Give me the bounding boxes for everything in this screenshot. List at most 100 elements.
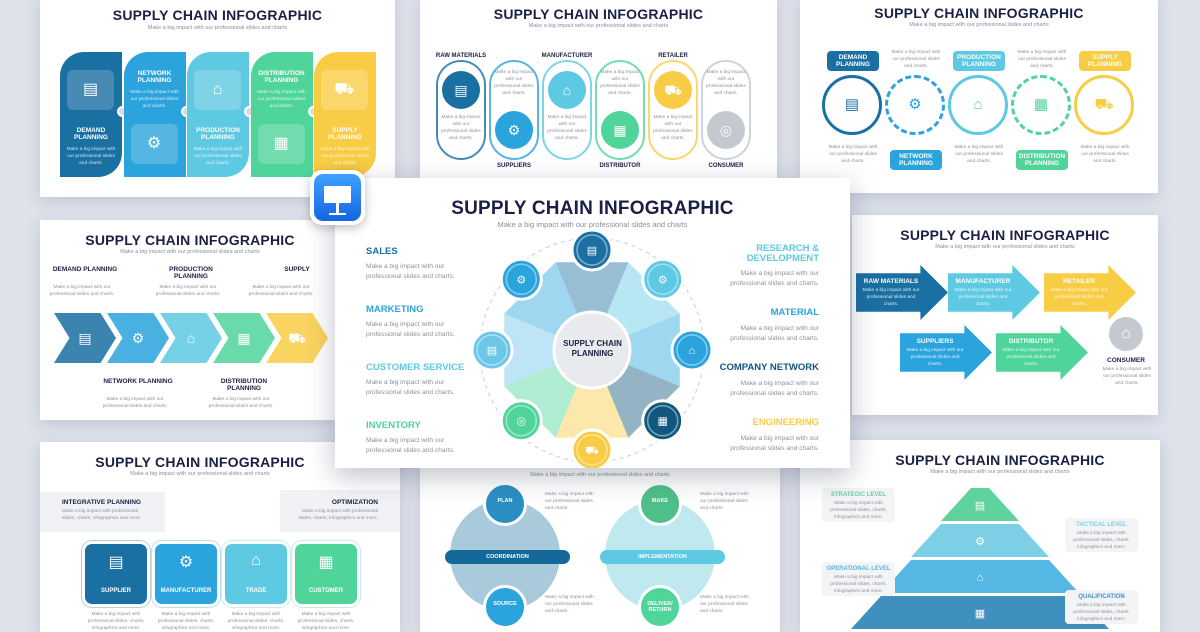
optimization-box: OPTIMIZATION Make a big impact with prof… [280, 490, 400, 532]
step-text: Make a big impact with our professional … [862, 288, 920, 307]
stage-label: PRODUCTION PLANNING [953, 51, 1005, 71]
step-text: Make a big impact with our professional … [130, 90, 179, 109]
step-text: Make a big impact with our professional … [954, 288, 1012, 307]
stage-text: Make a big impact with our professional … [891, 50, 941, 69]
chevron-step-icon: ▤ [54, 313, 116, 363]
stage-circle-icon: ▦ [601, 111, 639, 149]
stage-text: Make a big impact with our professional … [1017, 50, 1067, 69]
box-title: INTEGRATIVE PLANNING [62, 499, 141, 506]
box-title: OPTIMIZATION [331, 499, 378, 506]
stage-text: Make a big impact with our professional … [700, 492, 749, 511]
slide-preview-1[interactable]: SUPPLY CHAIN INFOGRAPHIC Make a big impa… [40, 0, 395, 197]
ring-node[interactable] [499, 399, 543, 443]
right-category-label: MATERIAL [770, 307, 819, 318]
left-category-label: INVENTORY [366, 420, 421, 431]
slide-preview-4[interactable]: SUPPLY CHAIN INFOGRAPHIC Make a big impa… [40, 220, 335, 420]
stage-text: Make a big impact with our professional … [828, 145, 878, 164]
level-text: Make a big impact with professional slid… [1073, 531, 1130, 550]
level-box [822, 488, 895, 522]
ring-node-icon: ▤ [587, 245, 597, 257]
stage-label: SOURCE [493, 601, 517, 607]
slide-preview-3[interactable]: SUPPLY CHAIN INFOGRAPHIC Make a big impa… [800, 0, 1158, 193]
band-label: COORDINATION [445, 550, 570, 564]
ring-node-icon: ⚙ [658, 274, 668, 286]
center-hub [552, 310, 632, 390]
ring-node[interactable] [570, 228, 614, 272]
stakeholder-card[interactable]: ▦CUSTOMER [295, 544, 357, 604]
pyramid-level-icon: ⚙ [911, 524, 1049, 557]
box-text: Make a big impact with professional slid… [298, 509, 378, 521]
slide-title: SUPPLY CHAIN INFOGRAPHIC [895, 452, 1105, 468]
level-box [822, 562, 895, 596]
stage-circle[interactable] [483, 482, 527, 526]
center-label: SUPPLY CHAIN PLANNING [563, 339, 622, 359]
consumer-icon: ⌂ [1109, 317, 1143, 351]
factory-icon: ⌂ [194, 70, 241, 110]
level-text: Make a big impact with professional slid… [1073, 603, 1130, 622]
level-box [1065, 518, 1138, 552]
ring-node[interactable] [641, 399, 685, 443]
keynote-icon [310, 170, 365, 225]
ring-node[interactable] [670, 328, 714, 372]
right-category-text: Make a big impact with our professional … [730, 380, 819, 397]
card-icon: ⚙ [178, 554, 194, 571]
step-label: DISTRIBUTION PLANNING [220, 378, 268, 393]
step-label: SUPPLY [284, 266, 310, 273]
stage-text: Make a big impact with our professional … [954, 145, 1004, 164]
ring-node-icon: ⌂ [689, 345, 696, 357]
step-text: Make a big impact with our professional … [1102, 367, 1152, 386]
slide-preview-2[interactable]: SUPPLY CHAIN INFOGRAPHIC Make a big impa… [420, 0, 777, 178]
step-label: CONSUMER [1107, 357, 1145, 364]
ring-node[interactable] [499, 257, 543, 301]
ring-node-inner [505, 404, 538, 437]
slide-preview-8[interactable]: Make a big impact with our professional … [420, 460, 780, 632]
stage-label: RAW MATERIALS [435, 53, 487, 59]
stage-label: SUPPLY PLANNING [1079, 51, 1131, 71]
slide-title: SUPPLY CHAIN INFOGRAPHIC [451, 198, 734, 219]
level-text: Make a big impact with professional slid… [830, 501, 887, 520]
step-label: NETWORK PLANNING [103, 378, 173, 385]
step-label: MANUFACTURER [955, 278, 1011, 285]
slide-preview-6[interactable]: SUPPLY CHAIN INFOGRAPHIC Make a big impa… [852, 215, 1158, 415]
path-loop [436, 60, 486, 160]
stage-label: DELIVER/ RETURN [647, 601, 673, 614]
ring-segment [605, 262, 680, 337]
stakeholder-card[interactable]: ⌂TRADE [225, 544, 287, 604]
left-category-label: MARKETING [366, 304, 424, 315]
featured-slide[interactable]: SUPPLY CHAIN INFOGRAPHIC Make a big impa… [335, 178, 850, 468]
card-text: Make a big impact with professional slid… [297, 612, 355, 631]
ring-node[interactable] [470, 328, 514, 372]
slide-preview-7[interactable]: SUPPLY CHAIN INFOGRAPHIC Make a big impa… [40, 442, 400, 632]
stage-ring-icon: ▤ [822, 75, 882, 135]
card-label: TRADE [245, 588, 267, 594]
stage-circle-icon: ⌂ [548, 71, 586, 109]
level-box [1065, 590, 1138, 624]
stage-text: Make a big impact with our professional … [545, 492, 594, 511]
step-text: Make a big impact with our professional … [193, 147, 243, 166]
path-loop [595, 60, 645, 160]
path-loop [542, 60, 592, 160]
slide-preview-9[interactable]: SUPPLY CHAIN INFOGRAPHIC Make a big impa… [800, 440, 1160, 632]
stakeholder-card[interactable]: ⚙MANUFACTURER [155, 544, 217, 604]
stage-label: DEMAND PLANNING [827, 51, 879, 71]
ring-node[interactable] [570, 428, 614, 468]
step-label: SUPPLY PLANNING [328, 127, 362, 142]
step-text: Make a big impact with our professional … [257, 90, 306, 109]
stage-text: Make a big impact with our professional … [653, 115, 693, 141]
stage-circle[interactable] [638, 482, 682, 526]
slide-title: SUPPLY CHAIN INFOGRAPHIC [112, 7, 323, 23]
step-label: NETWORK PLANNING [137, 70, 172, 85]
left-category-text: Make a big impact with our professional … [366, 437, 455, 454]
stage-text: Make a big impact with our professional … [441, 115, 481, 141]
stage-circle-icon: ◎ [707, 111, 745, 149]
ring-segment [605, 363, 680, 438]
ring-node[interactable] [641, 257, 685, 301]
stakeholder-card[interactable]: ▤SUPPLIER [85, 544, 147, 604]
stage-text: Make a big impact with our professional … [600, 70, 640, 96]
left-category-text: Make a big impact with our professional … [366, 321, 455, 338]
